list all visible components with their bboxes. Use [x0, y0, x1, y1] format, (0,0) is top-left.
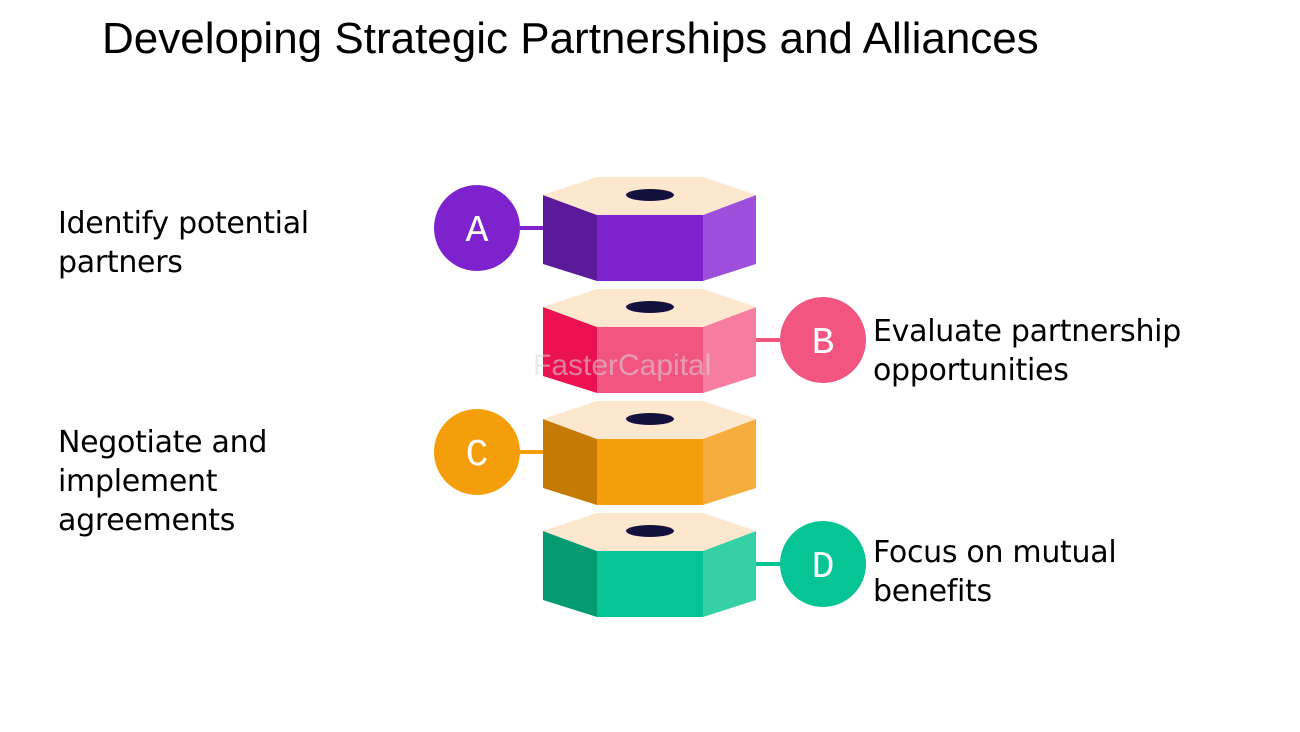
- step-d-badge: [780, 521, 866, 607]
- step-c-label-line: Negotiate and: [58, 425, 268, 460]
- step-c-block: C: [434, 401, 756, 505]
- watermark-text: FasterCapital: [533, 349, 711, 382]
- prism-right-face: [703, 419, 756, 505]
- step-c-label: Negotiate and implement agreements: [58, 423, 267, 540]
- step-a-label-line: Identify potential: [58, 206, 309, 241]
- step-b-label-line: opportunities: [873, 353, 1069, 388]
- page-title: Developing Strategic Partnerships and Al…: [102, 14, 1039, 63]
- step-c-badge: [434, 409, 520, 495]
- prism-left-face: [543, 307, 597, 393]
- prism-front-face: [597, 327, 703, 393]
- step-a-badge: [434, 185, 520, 271]
- step-d-label: Focus on mutual benefits: [873, 533, 1117, 611]
- step-a-block: A: [434, 177, 756, 281]
- step-c-label-line: implement: [58, 464, 218, 499]
- prism-hole: [626, 525, 674, 537]
- step-a-label: Identify potential partners: [58, 204, 309, 282]
- step-b-label: Evaluate partnership opportunities: [873, 312, 1181, 390]
- prism-hole: [626, 301, 674, 313]
- prism-front-face: [597, 551, 703, 617]
- step-a-label-line: partners: [58, 245, 183, 280]
- step-c-label-line: agreements: [58, 503, 236, 538]
- prism-right-face: [703, 307, 756, 393]
- step-d-block: D: [543, 513, 866, 617]
- step-b-badge-letter: B: [812, 322, 835, 365]
- prism-left-face: [543, 195, 597, 281]
- step-d-label-line: Focus on mutual: [873, 535, 1117, 570]
- prism-hole: [626, 413, 674, 425]
- step-a-badge-letter: A: [466, 210, 489, 253]
- prism-right-face: [703, 531, 756, 617]
- prism-front-face: [597, 439, 703, 505]
- prism-left-face: [543, 531, 597, 617]
- step-b-badge: [780, 297, 866, 383]
- prism-front-face: [597, 215, 703, 281]
- step-d-label-line: benefits: [873, 574, 992, 609]
- prism-hole: [626, 189, 674, 201]
- step-b-block: B: [543, 289, 866, 393]
- step-c-badge-letter: C: [466, 434, 489, 477]
- step-b-label-line: Evaluate partnership: [873, 314, 1181, 349]
- step-d-badge-letter: D: [812, 546, 835, 589]
- prism-right-face: [703, 195, 756, 281]
- prism-left-face: [543, 419, 597, 505]
